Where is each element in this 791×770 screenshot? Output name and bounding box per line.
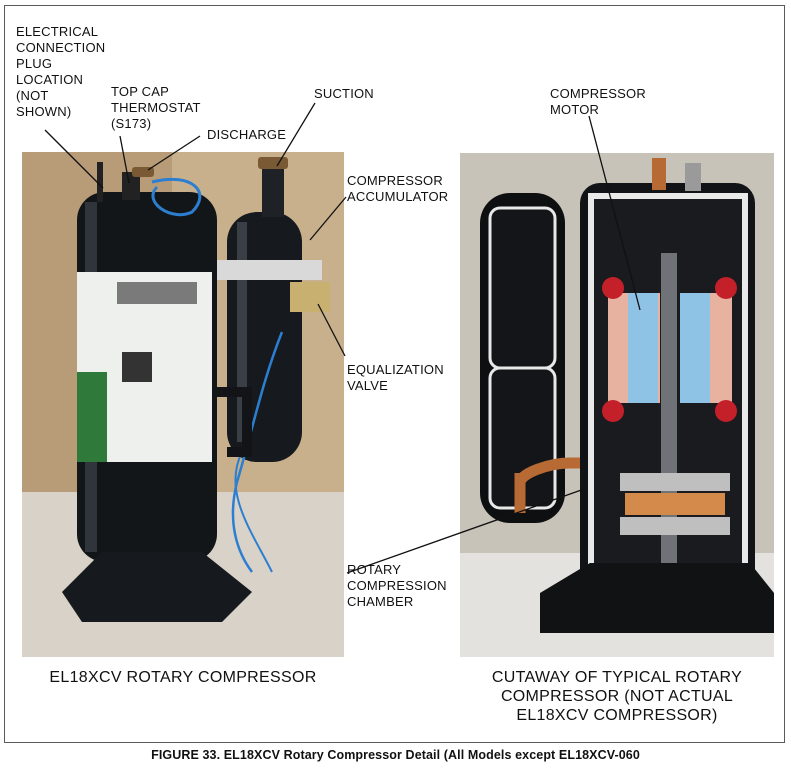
- caption-left: EL18XCV ROTARY COMPRESSOR: [49, 669, 317, 686]
- label-suction: SUCTION: [314, 86, 374, 101]
- leader-suction: [276, 102, 316, 167]
- figure-caption: FIGURE 33. EL18XCV Rotary Compressor Det…: [151, 748, 640, 762]
- figure-frame: [4, 5, 785, 743]
- leader-motor: [588, 115, 641, 311]
- label-rotary-compression-chamber: ROTARY COMPRESSION CHAMBER: [347, 562, 447, 609]
- leader-chamber: [346, 487, 588, 574]
- leader-equalization: [317, 303, 346, 357]
- leader-thermostat: [119, 135, 130, 184]
- label-electrical-connection: ELECTRICAL CONNECTION PLUG LOCATION (NOT…: [16, 24, 106, 119]
- label-equalization-valve: EQUALIZATION VALVE: [347, 362, 444, 393]
- compressor-photo: [22, 152, 344, 657]
- leader-discharge: [147, 135, 201, 171]
- leader-electrical: [44, 129, 104, 189]
- caption-right: CUTAWAY OF TYPICAL ROTARY COMPRESSOR (NO…: [491, 669, 743, 724]
- label-compressor-accumulator: COMPRESSOR ACCUMULATOR: [347, 173, 449, 204]
- label-top-cap-thermostat: TOP CAP THERMOSTAT (S173): [111, 84, 201, 131]
- cutaway-photo: [460, 153, 774, 657]
- label-compressor-motor: COMPRESSOR MOTOR: [550, 86, 646, 117]
- leader-accumulator: [309, 196, 347, 241]
- label-discharge: DISCHARGE: [207, 127, 287, 142]
